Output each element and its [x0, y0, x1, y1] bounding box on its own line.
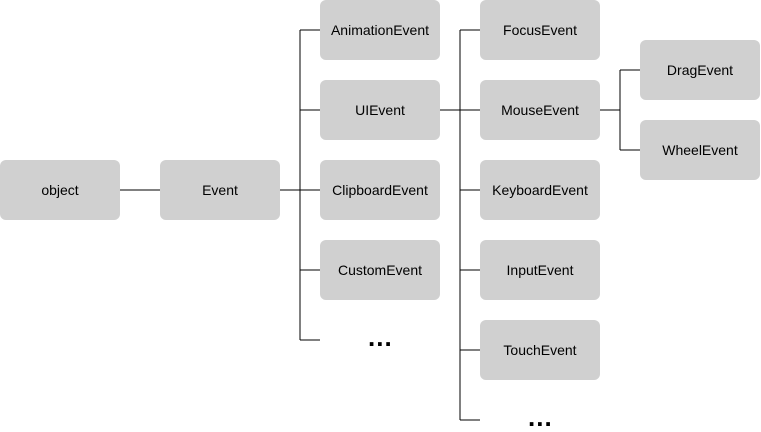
node-dragevent: DragEvent [640, 40, 760, 100]
uievent-more-ellipsis: ... [528, 402, 553, 432]
node-mouseevent: MouseEvent [480, 80, 600, 140]
node-event: Event [160, 160, 280, 220]
node-customevent: CustomEvent [320, 240, 440, 300]
node-touchevent: TouchEvent [480, 320, 600, 380]
node-focusevent: FocusEvent [480, 0, 600, 60]
event-more-ellipsis: ... [368, 322, 393, 352]
node-keyboardevent: KeyboardEvent [480, 160, 600, 220]
node-uievent: UIEvent [320, 80, 440, 140]
node-object: object [0, 160, 120, 220]
node-animationevent: AnimationEvent [320, 0, 440, 60]
node-inputevent: InputEvent [480, 240, 600, 300]
node-wheelevent: WheelEvent [640, 120, 760, 180]
node-clipboardevent: ClipboardEvent [320, 160, 440, 220]
